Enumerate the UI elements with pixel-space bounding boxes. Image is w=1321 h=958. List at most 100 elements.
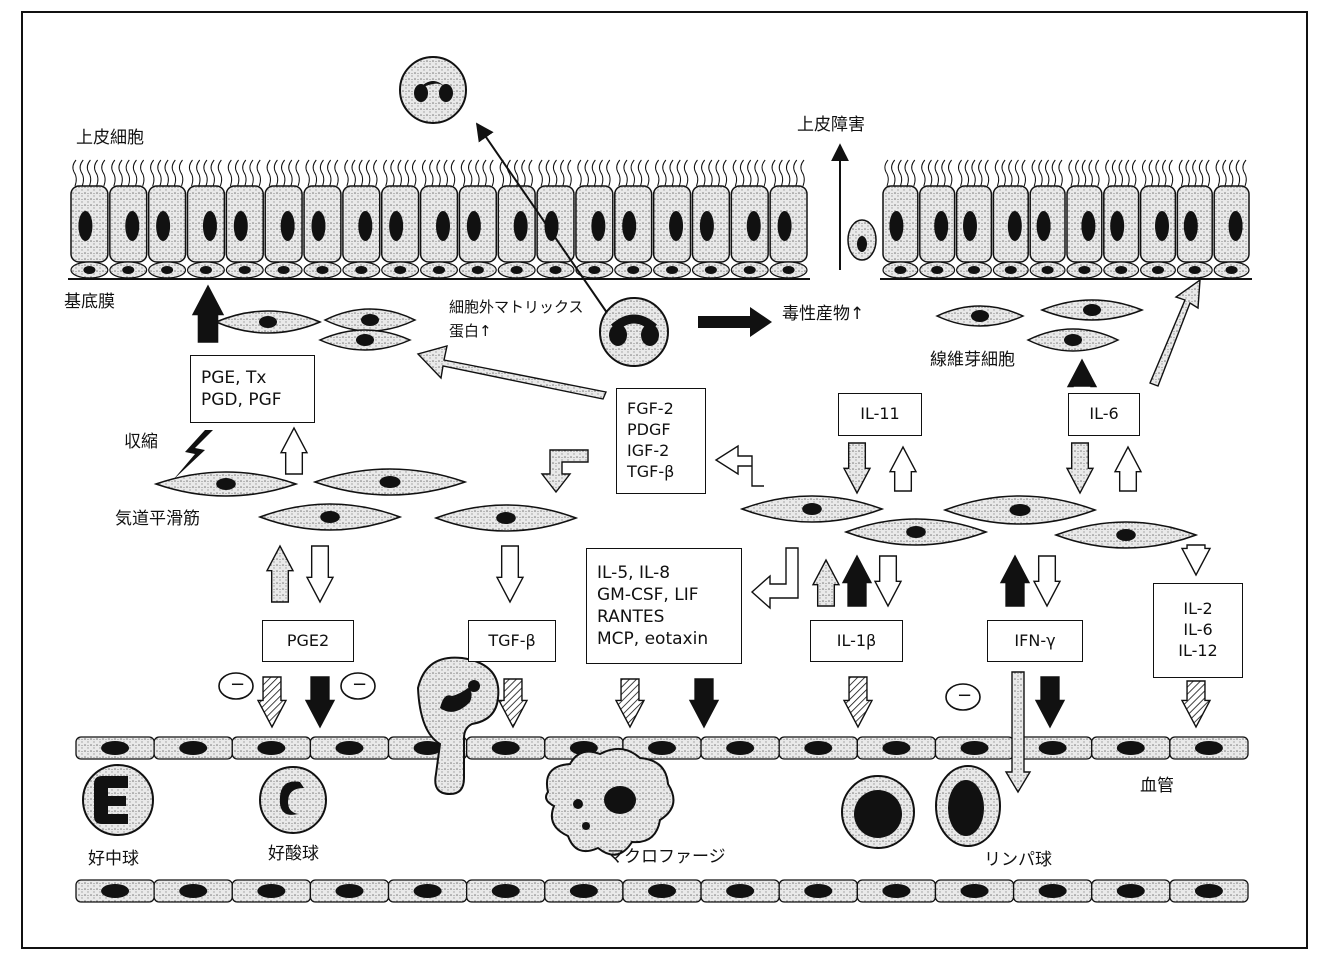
fibroblast-cell <box>1042 300 1142 320</box>
arrow-down-hollow <box>497 546 523 602</box>
vessel-wall-cell <box>467 880 545 902</box>
label-eosinophil: 好酸球 <box>268 846 319 863</box>
arrow-down-hatched <box>258 677 286 727</box>
box-chemokines-line-3: RANTES <box>597 606 664 628</box>
epithelial-cell <box>731 160 768 278</box>
epithelial-cell <box>920 160 955 278</box>
arrow-down-hatched <box>499 679 527 727</box>
epithelial-cell <box>149 160 186 278</box>
box-prostaglandins-line-2: PGD, PGF <box>201 389 282 411</box>
arrow-down-hollow <box>1034 556 1060 606</box>
vessel-wall-cell <box>1170 880 1248 902</box>
arrow-through-vessel-stippled <box>1006 672 1030 792</box>
vessel-wall-cell <box>701 880 779 902</box>
epithelial-cell <box>188 160 225 278</box>
vessel-wall-cell <box>76 737 154 759</box>
arrow-bent-hollow <box>752 548 798 608</box>
epithelial-cell <box>304 160 341 278</box>
epithelial-cell <box>226 160 263 278</box>
smooth-muscle-cell <box>436 505 576 531</box>
epithelial-cell <box>1141 160 1176 278</box>
epithelial-cell <box>1214 160 1249 278</box>
epithelial-cell <box>615 160 652 278</box>
arrow-down-hatched <box>1182 681 1210 727</box>
basophil-migrating-cell <box>418 658 498 794</box>
box-interleukins-line-2: IL-6 <box>1183 620 1212 641</box>
label-neutrophil: 好中球 <box>88 851 139 868</box>
label-ecm-protein-2: 蛋白↑ <box>449 324 492 339</box>
epithelial-cell <box>265 160 302 278</box>
box-growth-factors-line-2: PDGF <box>627 420 671 441</box>
lymphocyte-cell-2 <box>936 766 1000 846</box>
box-ifng-label: IFN-γ <box>1014 631 1055 652</box>
epithelial-cell <box>1067 160 1102 278</box>
epithelial-cell <box>770 160 807 278</box>
box-pge2: PGE2 <box>262 620 354 662</box>
box-il1b-label: IL-1β <box>837 631 877 652</box>
box-tgfb-label: TGF-β <box>488 631 535 652</box>
label-ecm-protein-1: 細胞外マトリックス <box>449 300 584 315</box>
label-basement-membrane: 基底膜 <box>64 294 115 311</box>
macrophage-cell <box>546 749 673 855</box>
epithelial-cell <box>692 160 729 278</box>
box-prostaglandins-line-1: PGE, Tx <box>201 367 266 389</box>
box-chemokines-line-2: GM-CSF, LIF <box>597 584 699 606</box>
box-pge2-label: PGE2 <box>287 631 329 652</box>
label-macrophage: マクロファージ <box>607 849 726 866</box>
inhibition-minus-1: − <box>230 676 245 694</box>
arrow-right-solid <box>698 307 772 337</box>
box-il11: IL-11 <box>838 393 922 436</box>
arrow-up-stippled <box>267 546 293 602</box>
neutrophil-migrating-cell <box>400 57 466 123</box>
label-airway-smooth-muscle: 気道平滑筋 <box>115 511 200 528</box>
box-growth-factors-line-4: TGF-β <box>627 462 674 483</box>
smooth-muscle-cell <box>315 469 465 495</box>
vessel-wall-cell <box>467 737 545 759</box>
smooth-muscle-cell <box>260 504 400 530</box>
vessel-wall-cell <box>154 880 232 902</box>
epithelial-cell <box>110 160 147 278</box>
fibroblast-cell <box>320 330 410 350</box>
arrow-up-solid <box>843 556 871 606</box>
label-epithelial-damage: 上皮障害 <box>797 117 865 134</box>
arrow-up-hollow <box>1115 447 1141 491</box>
epithelial-cell <box>576 160 613 278</box>
arrow-down-hollow <box>1182 545 1210 575</box>
vessel-wall-cell <box>779 880 857 902</box>
label-fibroblast: 線維芽細胞 <box>930 352 1015 369</box>
vessel-wall-cell <box>232 737 310 759</box>
box-prostaglandins: PGE, Tx PGD, PGF <box>190 355 315 423</box>
smooth-muscle-cell <box>742 496 882 522</box>
epithelial-cell <box>343 160 380 278</box>
vessel-wall-cell <box>545 880 623 902</box>
box-growth-factors-line-1: FGF-2 <box>627 399 674 420</box>
arrow-down-solid <box>690 679 718 727</box>
vessel-wall-cell <box>701 737 779 759</box>
arrow-up-solid <box>193 286 223 342</box>
box-il6: IL-6 <box>1068 393 1140 436</box>
vessel-wall-cell <box>76 880 154 902</box>
arrow-down-stippled <box>1067 443 1093 493</box>
box-il1b: IL-1β <box>810 620 903 662</box>
label-contraction: 収縮 <box>124 434 158 451</box>
vessel-wall-cell <box>232 880 310 902</box>
label-blood-vessel: 血管 <box>1140 778 1174 795</box>
arrow-down-stippled <box>844 443 870 493</box>
arrow-down-hollow <box>307 546 333 602</box>
epithelial-cell <box>1030 160 1065 278</box>
epithelial-cell <box>382 160 419 278</box>
box-growth-factors: FGF-2 PDGF IGF-2 TGF-β <box>616 388 706 494</box>
vessel-wall-cell <box>310 880 388 902</box>
box-interleukins-line-3: IL-12 <box>1178 641 1217 662</box>
arrow-to-membrane-stippled <box>1150 280 1200 386</box>
box-growth-factors-line-3: IGF-2 <box>627 441 669 462</box>
vessel-wall-cell <box>935 880 1013 902</box>
smooth-muscle-cell <box>846 519 986 545</box>
box-ifng: IFN-γ <box>987 620 1083 662</box>
inhibition-minus-3: − <box>957 687 972 705</box>
vessel-wall-cell <box>1092 880 1170 902</box>
eosinophil-cell <box>260 767 326 833</box>
epithelial-cell <box>421 160 458 278</box>
arrow-to-fibroblast-stippled <box>418 346 606 399</box>
vessel-wall-cell <box>310 737 388 759</box>
